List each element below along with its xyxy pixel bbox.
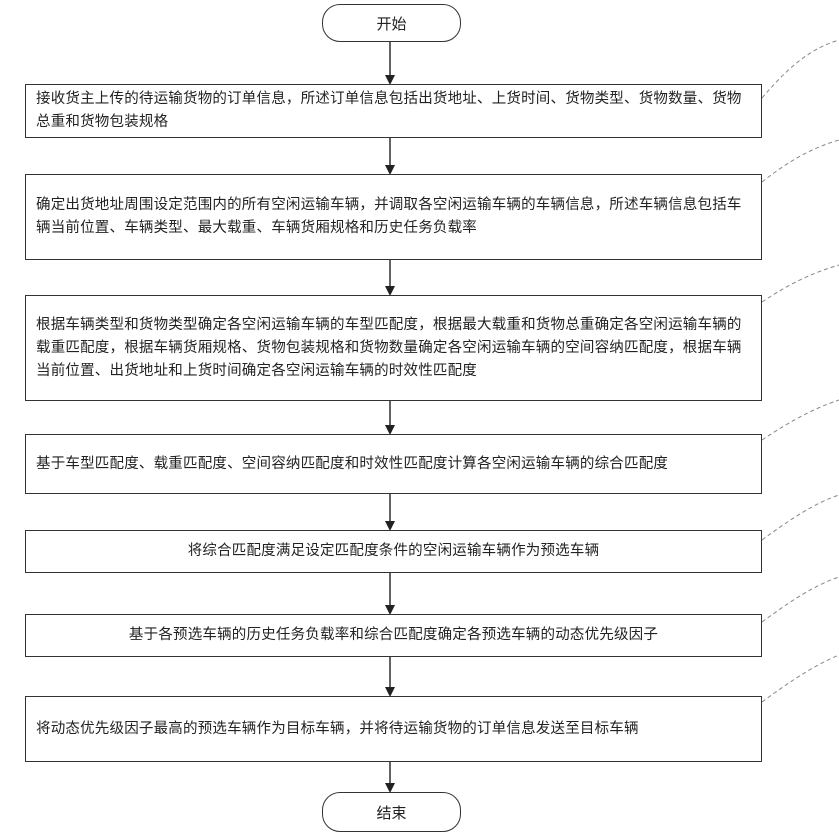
leader-line-step-7 xyxy=(762,655,839,702)
step-4-text: 基于车型匹配度、载重匹配度、空间容纳匹配度和时效性匹配度计算各空闲运输车辆的综合… xyxy=(36,453,668,476)
step-3-box: 根据车辆类型和货物类型确定各空闲运输车辆的车型匹配度，根据最大载重和货物总重确定… xyxy=(25,295,762,401)
step-2-text: 确定出货地址周围设定范围内的所有空闲运输车辆，并调取各空闲运输车辆的车辆信息，所… xyxy=(36,194,751,240)
step-3-text: 根据车辆类型和货物类型确定各空闲运输车辆的车型匹配度，根据最大载重和货物总重确定… xyxy=(36,314,751,383)
step-5-text: 将综合匹配度满足设定匹配度条件的空闲运输车辆作为预选车辆 xyxy=(188,540,600,563)
step-4-box: 基于车型匹配度、载重匹配度、空间容纳匹配度和时效性匹配度计算各空闲运输车辆的综合… xyxy=(25,434,762,494)
leader-line-step-6 xyxy=(762,577,839,622)
step-2-box: 确定出货地址周围设定范围内的所有空闲运输车辆，并调取各空闲运输车辆的车辆信息，所… xyxy=(25,174,762,260)
step-6-box: 基于各预选车辆的历史任务负载率和综合匹配度确定各预选车辆的动态优先级因子 xyxy=(25,614,762,657)
leader-line-step-2 xyxy=(762,140,839,182)
step-1-text: 接收货主上传的待运输货物的订单信息，所述订单信息包括出货地址、上货时间、货物类型… xyxy=(36,88,751,134)
step-6-text: 基于各预选车辆的历史任务负载率和综合匹配度确定各预选车辆的动态优先级因子 xyxy=(129,624,658,647)
leader-line-step-5 xyxy=(762,495,839,540)
leader-line-step-3 xyxy=(762,265,839,302)
step-7-box: 将动态优先级因子最高的预选车辆作为目标车辆，并将待运输货物的订单信息发送至目标车… xyxy=(25,696,762,762)
step-7-text: 将动态优先级因子最高的预选车辆作为目标车辆，并将待运输货物的订单信息发送至目标车… xyxy=(36,718,639,741)
leader-line-step-1 xyxy=(762,40,839,98)
start-terminal: 开始 xyxy=(322,4,461,42)
end-terminal: 结束 xyxy=(322,792,461,832)
step-5-box: 将综合匹配度满足设定匹配度条件的空闲运输车辆作为预选车辆 xyxy=(25,530,762,573)
leader-line-step-4 xyxy=(762,400,839,440)
step-1-box: 接收货主上传的待运输货物的订单信息，所述订单信息包括出货地址、上货时间、货物类型… xyxy=(25,84,762,138)
